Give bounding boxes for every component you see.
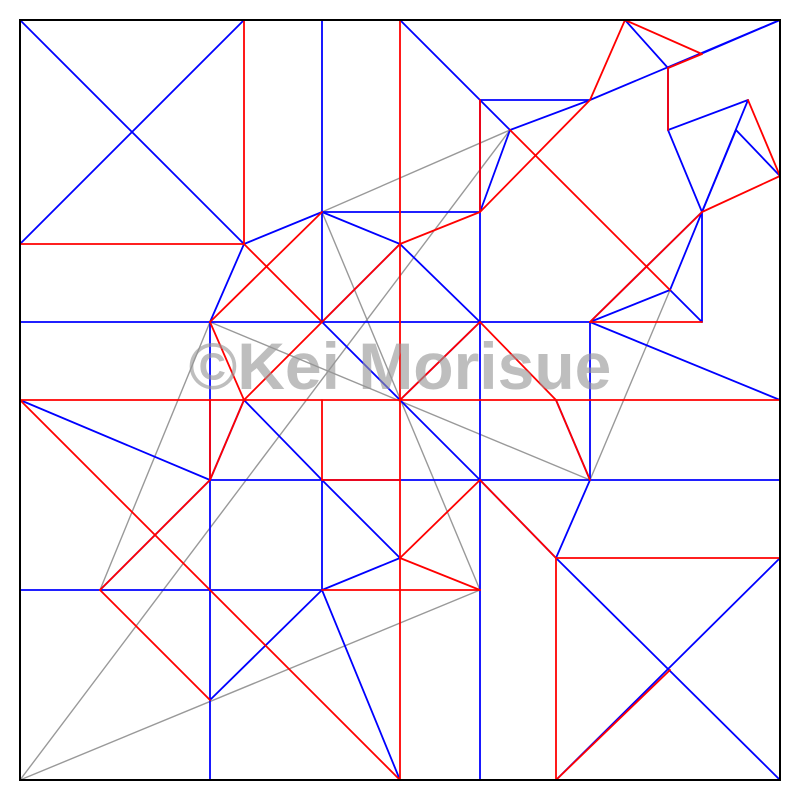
mountain-fold-line: [19, 399, 211, 481]
mountain-fold-line: [589, 321, 781, 401]
valley-fold-line: [399, 479, 481, 559]
valley-fold-line: [624, 19, 703, 55]
mountain-fold-line: [555, 479, 591, 559]
valley-fold-line: [99, 589, 211, 701]
valley-fold-line: [209, 321, 245, 401]
valley-fold-line: [747, 99, 781, 177]
mountain-fold-line: [735, 129, 781, 177]
mountain-fold-line: [243, 211, 323, 245]
mountain-fold-line: [243, 399, 323, 481]
auxiliary-line: [19, 589, 481, 781]
valley-fold-line: [399, 211, 481, 245]
valley-fold-line: [19, 399, 401, 781]
mountain-fold-line: [399, 243, 481, 323]
valley-folds: [19, 19, 781, 781]
mountain-fold-line: [624, 19, 669, 69]
mountain-fold-line: [701, 129, 737, 213]
valley-fold-line: [209, 211, 323, 323]
mountain-fold-line: [667, 129, 703, 213]
mountain-fold-line: [321, 479, 401, 559]
paper-border: [19, 19, 781, 781]
valley-fold-line: [667, 53, 703, 69]
auxiliary-line: [19, 129, 511, 781]
valley-fold-line: [399, 321, 481, 401]
mountain-fold-line: [19, 19, 245, 245]
mountain-fold-line: [479, 129, 511, 213]
mountain-fold-line: [321, 589, 401, 781]
mountain-fold-line: [321, 557, 401, 591]
mountain-fold-line: [321, 211, 401, 245]
valley-fold-line: [321, 243, 401, 323]
auxiliary-lines: [19, 129, 671, 781]
mountain-fold-line: [669, 289, 703, 323]
auxiliary-line: [321, 129, 511, 213]
valley-fold-line: [479, 321, 557, 401]
valley-fold-line: [509, 129, 671, 291]
valley-fold-line: [701, 175, 781, 213]
valley-fold-line: [479, 99, 591, 213]
auxiliary-line: [589, 289, 671, 481]
valley-fold-line: [589, 19, 626, 101]
mountain-fold-line: [399, 399, 481, 481]
valley-fold-line: [243, 243, 323, 323]
valley-fold-line: [589, 211, 703, 323]
valley-fold-line: [243, 321, 323, 401]
valley-fold-line: [99, 479, 211, 591]
mountain-fold-line: [321, 321, 401, 401]
valley-fold-line: [479, 479, 557, 559]
mountain-fold-line: [667, 99, 749, 131]
valley-fold-line: [399, 557, 481, 591]
valley-fold-line: [209, 399, 245, 481]
valley-fold-line: [555, 399, 591, 481]
mountain-fold-line: [209, 243, 245, 323]
mountain-fold-line: [509, 99, 591, 131]
mountain-fold-line: [589, 289, 671, 323]
mountain-fold-line: [399, 19, 511, 131]
valley-fold-line: [555, 669, 671, 781]
mountain-fold-line: [669, 211, 703, 291]
